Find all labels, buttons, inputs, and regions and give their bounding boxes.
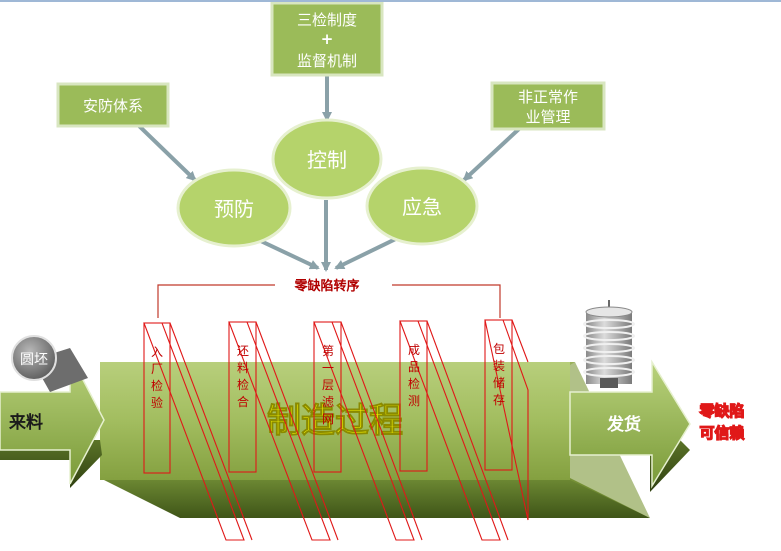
abnormal-line2: 业管理 bbox=[525, 108, 570, 126]
box-security-system: 安防体系 bbox=[56, 82, 170, 128]
zero-defect-transfer-label: 零缺陷转序 bbox=[293, 278, 359, 294]
three-checks-line2: 监督机制 bbox=[297, 52, 357, 70]
shipping-label: 发货 bbox=[606, 414, 641, 435]
control-label: 控制 bbox=[307, 148, 347, 172]
round-billet: 圆坯 bbox=[11, 335, 88, 392]
stage-1-label: 入厂检验 bbox=[151, 345, 163, 410]
stage-frame-1: 入厂检验 bbox=[143, 322, 253, 541]
three-checks-line1: 三检制度 bbox=[297, 11, 357, 29]
stage-3-label: 第一层滤网 bbox=[322, 344, 334, 426]
security-system-label: 安防体系 bbox=[83, 97, 143, 115]
three-checks-plus: + bbox=[321, 30, 334, 48]
zero-defect-bracket: 零缺陷转序 bbox=[157, 278, 501, 318]
stage-4-label: 成品检测 bbox=[408, 343, 420, 408]
stage-frame-4: 成品检测 bbox=[399, 320, 509, 541]
abnormal-line1: 非正常作 bbox=[518, 88, 578, 106]
result-line1: 零缺陷 bbox=[698, 402, 744, 420]
incoming-arrow: 来料 bbox=[0, 354, 105, 488]
top-border-line bbox=[0, 0, 781, 2]
ellipse-emergency: 应急 bbox=[365, 166, 479, 246]
ellipse-prevent: 预防 bbox=[176, 168, 292, 248]
ellipse-control: 控制 bbox=[271, 118, 383, 200]
result-line2: 可信赖 bbox=[699, 424, 744, 442]
stage-frames: 入厂检验 还料检合 第一层滤网 成品检测 bbox=[143, 319, 529, 541]
box-three-checks: 三检制度 + 监督机制 bbox=[270, 1, 384, 77]
round-billet-label: 圆坯 bbox=[20, 352, 48, 368]
result-text: 零缺陷 可信赖 bbox=[698, 401, 745, 442]
prevent-label: 预防 bbox=[214, 197, 254, 221]
stage-frame-5: 包装储存 bbox=[484, 319, 529, 521]
stage-frame-2: 还料检合 bbox=[228, 321, 339, 541]
stage-2-label: 还料检合 bbox=[237, 344, 249, 409]
stacked-products-icon bbox=[583, 300, 635, 388]
stage-frame-3: 第一层滤网 bbox=[313, 321, 423, 541]
emergency-label: 应急 bbox=[402, 195, 442, 219]
incoming-label: 来料 bbox=[8, 412, 43, 433]
box-abnormal-operation: 非正常作 业管理 bbox=[490, 81, 606, 131]
shipping-arrow: 发货 bbox=[569, 359, 691, 492]
stage-5-label: 包装储存 bbox=[493, 342, 505, 407]
